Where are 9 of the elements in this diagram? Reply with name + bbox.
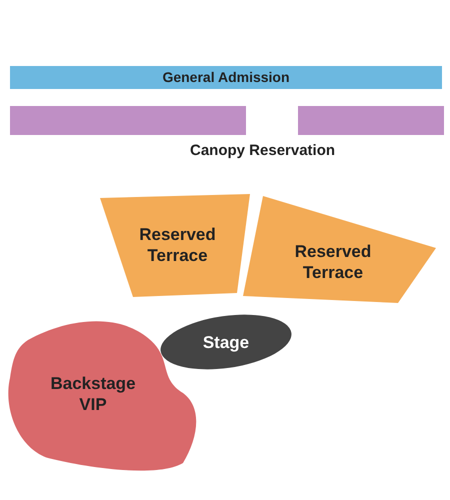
canopy-section: [298, 106, 444, 135]
section-label: Reserved Terrace: [138, 224, 217, 266]
section-label: Reserved Terrace: [294, 241, 372, 284]
section-label: General Admission: [161, 69, 291, 86]
section-label: Backstage VIP: [49, 373, 137, 416]
general-admission-section: [10, 66, 442, 89]
section-label: Canopy Reservation: [190, 142, 336, 159]
section-label: Stage: [202, 332, 250, 354]
canopy-section: [10, 106, 246, 135]
